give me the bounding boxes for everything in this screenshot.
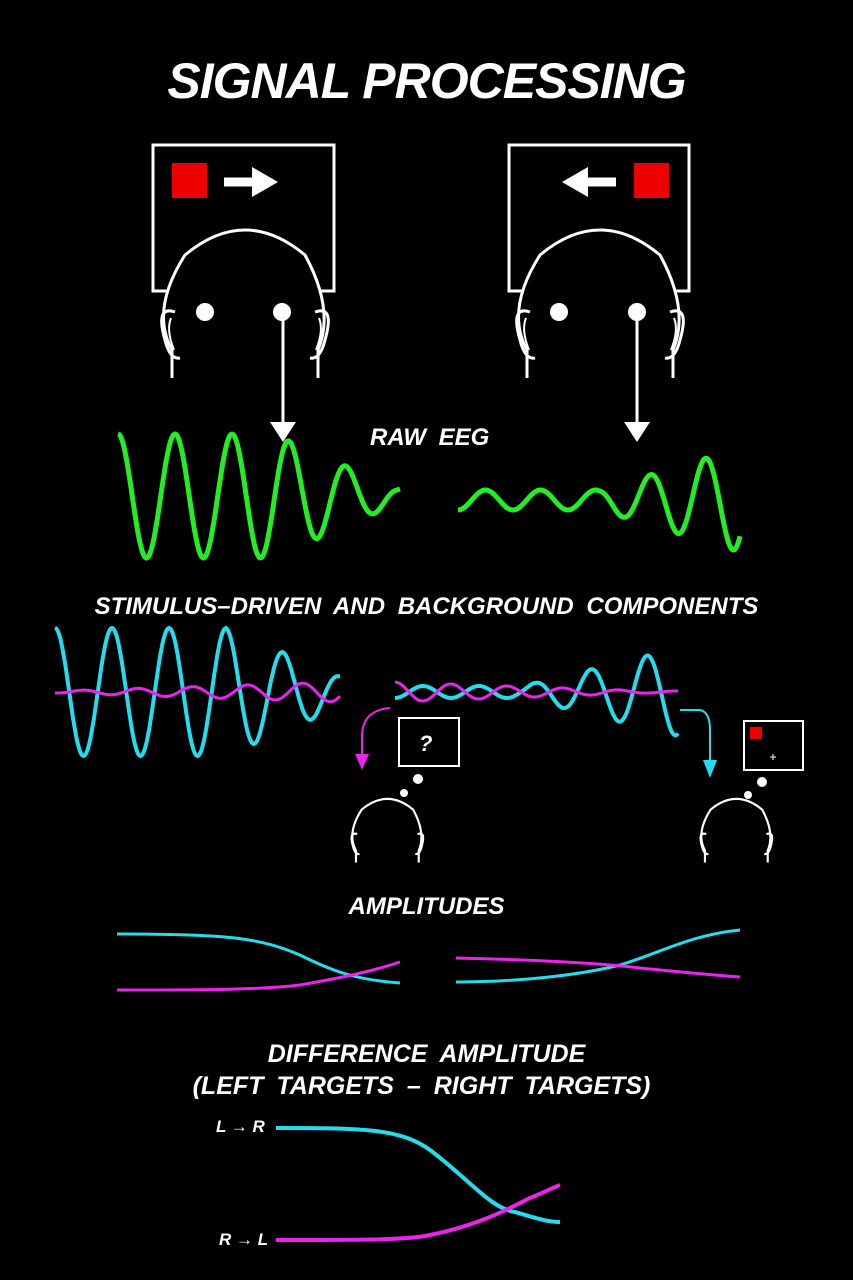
stimulus-square-icon bbox=[750, 727, 762, 739]
thought-bubble-question: ? bbox=[419, 731, 433, 756]
amplitude-stimulus-curve-left bbox=[116, 932, 401, 985]
stimulus-component-wave-left bbox=[54, 625, 341, 759]
amplitudes-label: AMPLITUDES bbox=[348, 893, 505, 920]
right-to-left-label: R → L bbox=[219, 1230, 269, 1249]
raw-eeg-wave-left bbox=[116, 431, 402, 561]
difference-curve-right-to-left bbox=[275, 1183, 561, 1242]
thought-bubble-icon bbox=[398, 717, 460, 797]
raw-eeg-label: RAW EEG bbox=[370, 424, 490, 451]
page-title: SIGNAL PROCESSING bbox=[167, 53, 686, 109]
electrode-icon bbox=[196, 303, 214, 321]
head-icon bbox=[515, 228, 685, 378]
arrow-left-icon bbox=[562, 167, 616, 197]
right-stimulus-panel bbox=[507, 143, 691, 293]
stimulus-component-wave-right bbox=[395, 653, 680, 738]
electrode-arrow-left bbox=[270, 320, 296, 442]
stimulus-connector bbox=[680, 709, 717, 778]
electrode-icon bbox=[550, 303, 568, 321]
background-component-wave-left bbox=[55, 681, 342, 704]
raw-eeg-wave-right bbox=[456, 455, 743, 553]
head-icon bbox=[350, 797, 425, 863]
head-icon bbox=[699, 797, 774, 863]
stimulus-square-icon bbox=[172, 163, 207, 198]
background-component-wave-right bbox=[394, 680, 679, 703]
amplitude-background-curve-left bbox=[116, 960, 401, 992]
amplitude-background-curve-right bbox=[455, 956, 741, 979]
head-icon bbox=[160, 228, 330, 378]
thought-bubble-icon bbox=[743, 720, 804, 799]
electrode-icon bbox=[628, 303, 646, 321]
components-label: STIMULUS–DRIVEN AND BACKGROUND COMPONENT… bbox=[94, 593, 759, 620]
stimulus-square-icon bbox=[634, 163, 669, 198]
electrode-icon bbox=[273, 303, 291, 321]
difference-amplitude-label: DIFFERENCE AMPLITUDE bbox=[267, 1040, 586, 1068]
background-connector bbox=[355, 707, 391, 770]
difference-curve-left-to-right bbox=[275, 1126, 561, 1224]
difference-amplitude-sublabel: (LEFT TARGETS – RIGHT TARGETS) bbox=[192, 1072, 651, 1100]
left-to-right-label: L → R bbox=[216, 1117, 265, 1136]
electrode-arrow-right bbox=[624, 320, 650, 442]
arrow-right-icon bbox=[224, 167, 278, 197]
